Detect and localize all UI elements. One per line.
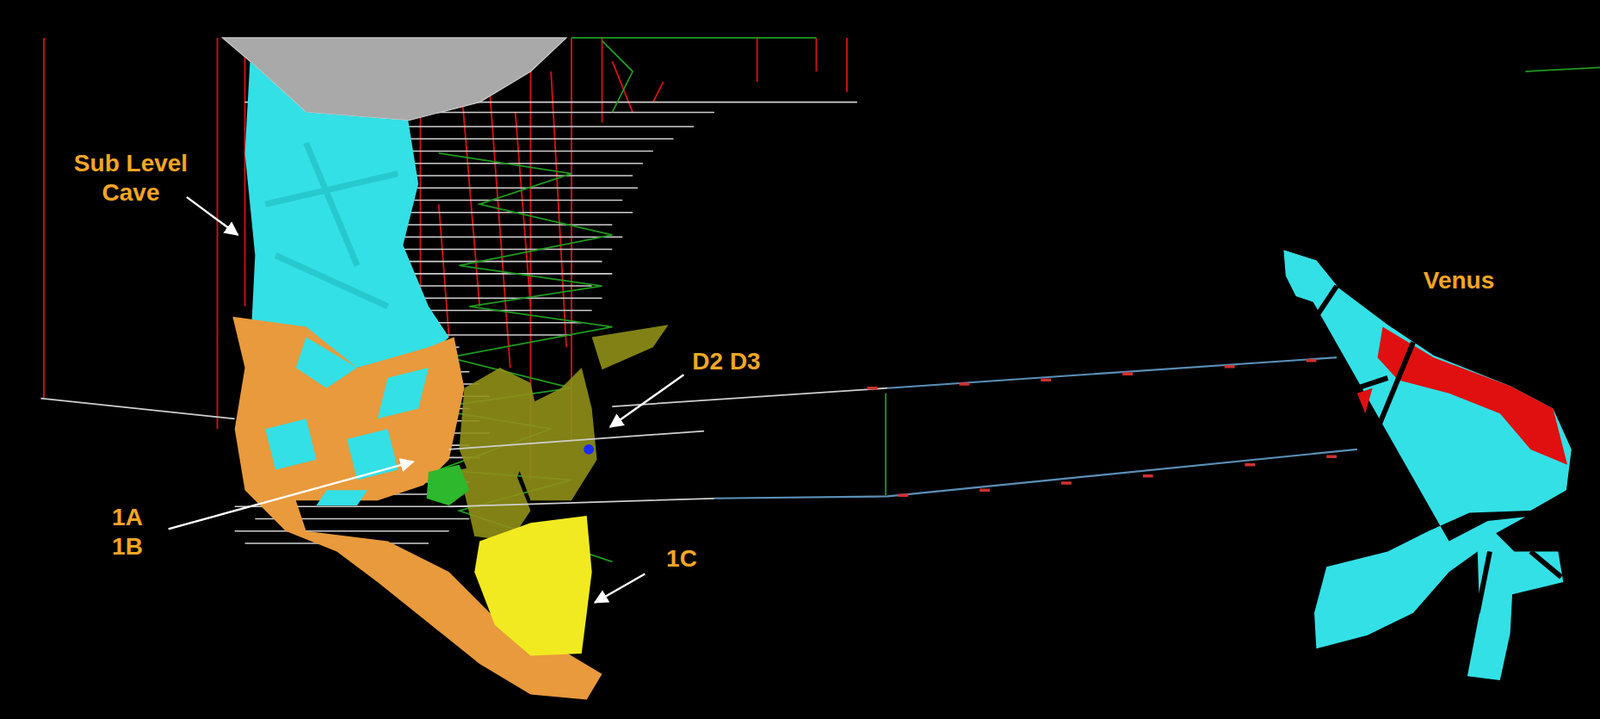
region-label: Venus bbox=[1407, 265, 1511, 296]
region-label: 1A 1B bbox=[107, 502, 148, 561]
region-label: 1C bbox=[655, 543, 708, 574]
region-label: D2 D3 bbox=[674, 346, 779, 377]
region-label: Sub Level Cave bbox=[66, 148, 196, 207]
